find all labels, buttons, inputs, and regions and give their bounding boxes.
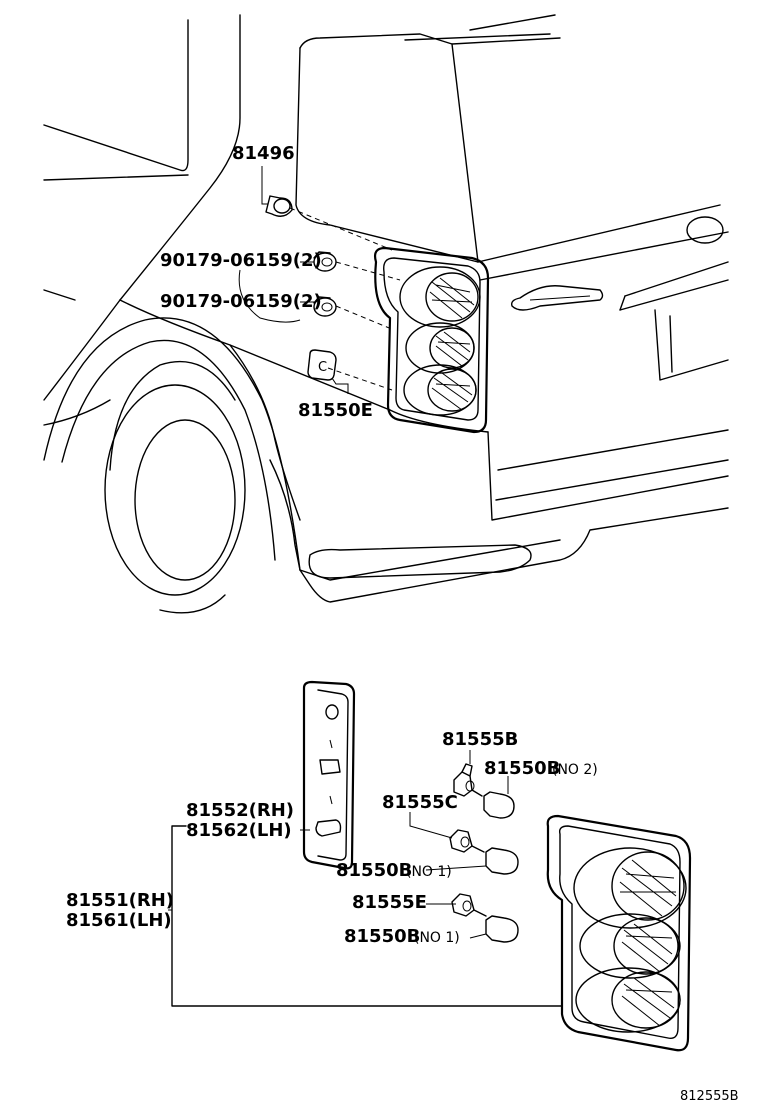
label-90179-06159-upper: 90179-06159(2) bbox=[160, 250, 322, 271]
gasket-81552 bbox=[302, 680, 356, 870]
label-81550B-no2: 81550B bbox=[484, 758, 560, 779]
bulb-81550B-no1-lower bbox=[485, 915, 519, 943]
label-81550B-no1-upper: 81550B bbox=[336, 860, 412, 881]
note-no2: (NO 2) bbox=[552, 762, 598, 778]
label-81561-lh: 81561(LH) bbox=[66, 910, 172, 931]
label-81550E: 81550E bbox=[298, 400, 373, 421]
label-81552-rh: 81552(RH) bbox=[186, 800, 294, 821]
label-81555B: 81555B bbox=[442, 729, 518, 750]
socket-81555E bbox=[451, 893, 487, 917]
upper-leaders bbox=[261, 166, 349, 394]
tail-lamp-81551 bbox=[546, 814, 692, 1052]
note-no1-lower: (NO 1) bbox=[414, 930, 460, 946]
label-81496: 81496 bbox=[232, 143, 295, 164]
label-81550B-no1-lower: 81550B bbox=[344, 926, 420, 947]
label-81551-rh: 81551(RH) bbox=[66, 890, 174, 911]
socket-81555B bbox=[453, 763, 483, 797]
label-81562-lh: 81562(LH) bbox=[186, 820, 292, 841]
label-81555E: 81555E bbox=[352, 892, 427, 913]
socket-81555C bbox=[449, 829, 485, 853]
fastener-81496 bbox=[265, 195, 293, 217]
label-90179-06159-lower: 90179-06159(2) bbox=[160, 291, 322, 312]
installed-tail-lamp bbox=[373, 246, 490, 434]
label-81555C: 81555C bbox=[382, 792, 458, 813]
vehicle-rear-outline bbox=[43, 14, 729, 614]
nut-90179-b bbox=[313, 296, 337, 317]
note-no1-upper: (NO 1) bbox=[406, 864, 452, 880]
lower-leaders bbox=[168, 750, 563, 1007]
bulb-81550B-no2 bbox=[483, 791, 515, 819]
bulb-81550B-no1-upper bbox=[485, 847, 519, 875]
clip-mark-icon: C bbox=[318, 360, 327, 375]
clip-81550E: C bbox=[307, 349, 337, 381]
install-guides bbox=[289, 207, 401, 391]
figure-id: 812555B bbox=[680, 1089, 739, 1104]
